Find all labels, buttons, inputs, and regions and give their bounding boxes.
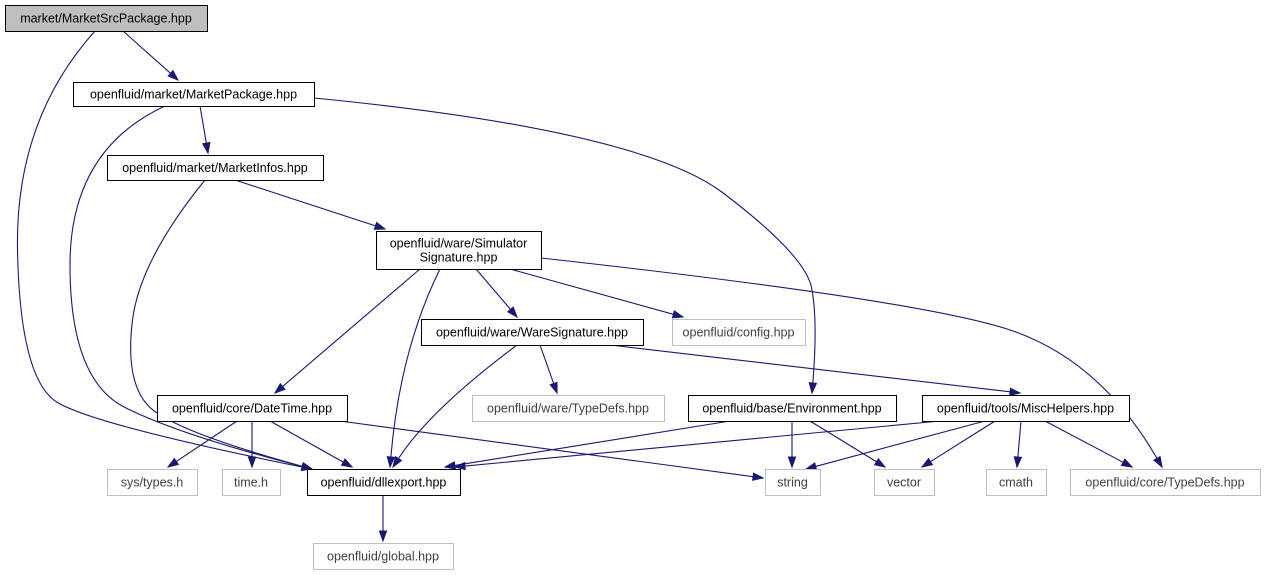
edge-n8-to-n13 (787, 421, 797, 469)
node-openfluid-ware-typedefs-hpp: openfluid/ware/TypeDefs.hpp (472, 395, 665, 422)
arrowhead-icon (1009, 387, 1022, 397)
node-label: openfluid/base/Environment.hpp (702, 402, 881, 416)
edge-n0-to-n1 (122, 30, 180, 81)
edge-n1-to-n8 (313, 97, 818, 395)
edges-layer (16, 30, 1163, 543)
arrowhead-icon (340, 458, 354, 468)
arrowhead-icon (920, 457, 934, 468)
arrowhead-icon (873, 457, 887, 468)
edge-n8-to-n12 (443, 420, 731, 470)
node-label: openfluid/tools/MiscHelpers.hpp (937, 402, 1114, 416)
edge-n4-to-n12 (392, 344, 518, 469)
arrowhead-icon (787, 456, 797, 469)
arrowhead-icon (671, 310, 685, 319)
arrowhead-icon (804, 462, 818, 471)
edge-n4-to-n7 (539, 344, 558, 395)
node-openfluid-config-hpp: openfluid/config.hpp (672, 319, 806, 346)
arrowhead-icon (1120, 458, 1134, 468)
edge-n8-to-n14 (809, 420, 887, 468)
arrowhead-icon (1153, 455, 1163, 469)
edge-n2-to-n12 (130, 179, 314, 471)
node-openfluid-global-hpp: openfluid/global.hpp (313, 543, 454, 570)
arrowhead-icon (247, 456, 257, 469)
edge-n3-to-n12 (386, 268, 441, 469)
edge-n6-to-n13 (339, 420, 765, 481)
arrowhead-icon (273, 382, 286, 394)
edge-n1-to-n2 (199, 105, 211, 155)
node-market-marketsrcpackage-hpp[interactable]: market/MarketSrcPackage.hpp (5, 5, 208, 32)
arrowhead-icon (167, 69, 180, 81)
arrowhead-icon (808, 382, 818, 395)
arrowhead-icon (443, 461, 457, 470)
nodes-layer: market/MarketSrcPackage.hpp openfluid/mar… (5, 5, 1261, 570)
edge-n9-to-n15 (1013, 420, 1023, 469)
node-sys-types-h: sys/types.h (107, 469, 198, 496)
node-openfluid-market-marketinfos-hpp[interactable]: openfluid/market/MarketInfos.hpp (107, 155, 324, 181)
node-openfluid-dllexport-hpp[interactable]: openfluid/dllexport.hpp (307, 469, 461, 496)
arrowhead-icon (166, 457, 180, 468)
node-openfluid-ware-waresignature-hpp[interactable]: openfluid/ware/WareSignature.hpp (421, 319, 644, 346)
node-label: time.h (234, 476, 268, 490)
node-label: cmath (999, 476, 1033, 490)
arrowhead-icon (373, 221, 387, 230)
node-time-h: time.h (222, 469, 281, 496)
node-openfluid-core-datetime-hpp[interactable]: openfluid/core/DateTime.hpp (157, 395, 348, 422)
node-cmath: cmath (986, 469, 1047, 496)
edge-n4-to-n9 (609, 344, 1022, 397)
edge-n3-to-n6 (273, 268, 421, 394)
arrowhead-icon (392, 455, 403, 469)
arrowhead-icon (1013, 456, 1023, 469)
arrowhead-icon (453, 461, 466, 471)
node-label: openfluid/config.hpp (683, 326, 795, 340)
node-openfluid-tools-mischelpers-hpp[interactable]: openfluid/tools/MiscHelpers.hpp (922, 395, 1130, 422)
node-string: string (765, 469, 821, 496)
node-label: market/MarketSrcPackage.hpp (20, 12, 192, 26)
node-label: sys/types.h (121, 476, 184, 490)
edge-n9-to-n13 (804, 420, 986, 471)
node-openfluid-base-environment-hpp[interactable]: openfluid/base/Environment.hpp (688, 395, 897, 422)
node-label: openfluid/market/MarketInfos.hpp (122, 161, 308, 175)
node-label: openfluid/dllexport.hpp (321, 476, 447, 490)
arrowhead-icon (752, 472, 765, 481)
arrowhead-icon (201, 141, 211, 155)
arrowhead-icon (506, 306, 518, 319)
node-label: openfluid/ware/TypeDefs.hpp (487, 402, 649, 416)
arrowhead-icon (549, 381, 558, 395)
node-label: openfluid/core/DateTime.hpp (172, 402, 332, 416)
node-label: openfluid/core/TypeDefs.hpp (1085, 476, 1244, 490)
edge-n9-to-n12 (453, 420, 941, 471)
edge-n9-to-n16 (1044, 420, 1134, 468)
edge-n2-to-n3 (234, 179, 387, 230)
arrowhead-icon (386, 456, 396, 469)
node-label: string (777, 476, 808, 490)
edge-n3-to-n4 (475, 268, 518, 319)
edge-n6-to-n11 (247, 421, 257, 469)
edge-n9-to-n14 (920, 420, 996, 468)
node-label: openfluid/global.hpp (327, 550, 439, 564)
arrowhead-icon (300, 462, 314, 471)
node-label: vector (887, 476, 921, 490)
node-label: openfluid/ware/WareSignature.hpp (436, 326, 628, 340)
edge-n6-to-n10 (166, 420, 238, 468)
edge-n3-to-n5 (509, 268, 685, 319)
node-label: openfluid/market/MarketPackage.hpp (90, 88, 297, 102)
edge-n12-to-n17 (378, 495, 388, 543)
node-vector: vector (874, 469, 935, 496)
edge-n3-to-n16 (540, 257, 1163, 469)
edge-n6-to-n12 (269, 420, 354, 468)
arrowhead-icon (378, 530, 388, 543)
node-openfluid-market-marketpackage-hpp[interactable]: openfluid/market/MarketPackage.hpp (73, 82, 315, 107)
node-openfluid-core-typedefs-hpp: openfluid/core/TypeDefs.hpp (1070, 469, 1261, 496)
